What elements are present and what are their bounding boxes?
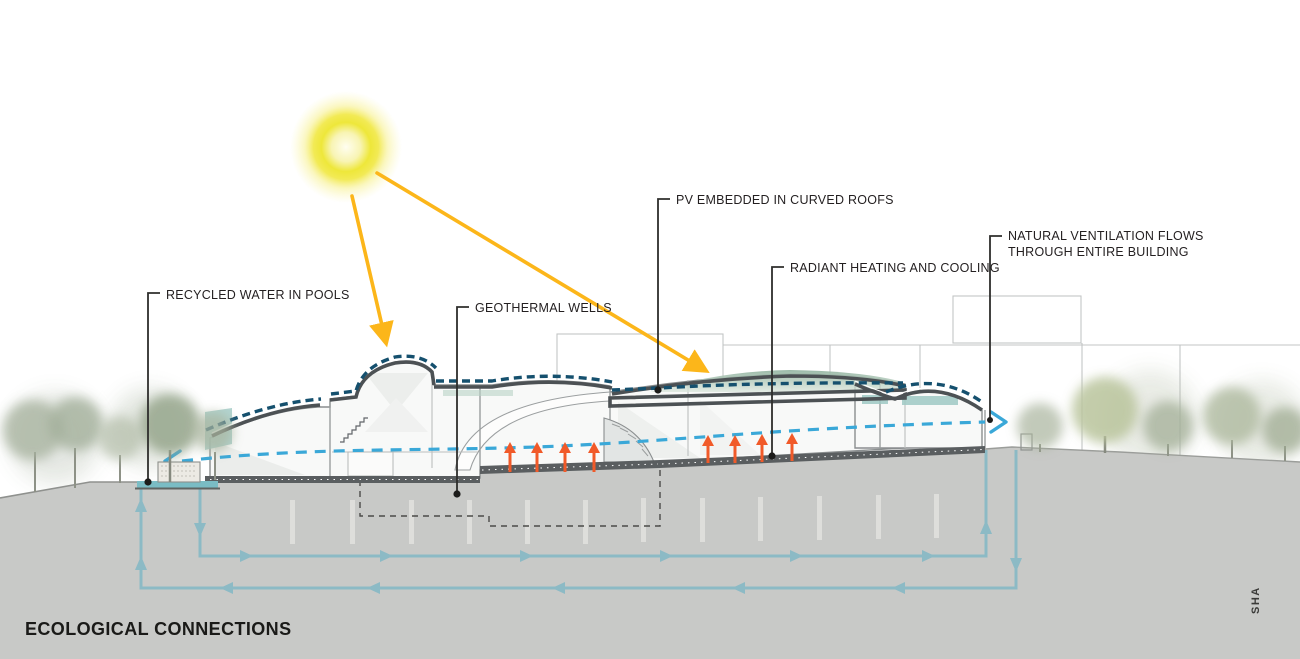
trees-right	[1017, 377, 1300, 461]
label-natural-ventilation-line1: NATURAL VENTILATION FLOWS	[1008, 229, 1204, 243]
sun-rays	[350, 171, 710, 374]
basement-outline	[359, 452, 661, 527]
leader-pv	[657, 198, 670, 390]
label-geothermal: GEOTHERMAL WELLS	[475, 301, 612, 315]
sun-icon	[290, 91, 402, 203]
water-loop	[135, 450, 1022, 594]
leader-lines	[144, 198, 1002, 498]
label-pv: PV EMBEDDED IN CURVED ROOFS	[676, 193, 894, 207]
radiant-arrow-group-left	[504, 442, 600, 472]
radiant-arrows	[504, 433, 798, 472]
label-radiant: RADIANT HEATING AND COOLING	[790, 261, 1000, 275]
leader-geothermal	[456, 306, 469, 494]
leader-radiant	[771, 266, 784, 456]
diagram-title: ECOLOGICAL CONNECTIONS	[25, 619, 292, 639]
label-natural-ventilation: NATURAL VENTILATION FLOWS THROUGH ENTIRE…	[1008, 229, 1204, 260]
leader-nat-vent	[989, 235, 1002, 419]
recycled-water-pool	[135, 461, 220, 490]
leader-recycled-water	[147, 292, 160, 482]
floor-slabs	[205, 446, 985, 483]
foundation-piles	[290, 494, 939, 544]
label-recycled-water: RECYCLED WATER IN POOLS	[166, 288, 350, 302]
radiant-arrow-group-right	[702, 433, 798, 463]
trees-left	[3, 394, 233, 492]
stair	[340, 417, 368, 443]
curved-roofs	[211, 360, 984, 438]
label-natural-ventilation-line2: THROUGH ENTIRE BUILDING	[1008, 244, 1189, 259]
firm-signature: SHA	[1250, 586, 1262, 614]
